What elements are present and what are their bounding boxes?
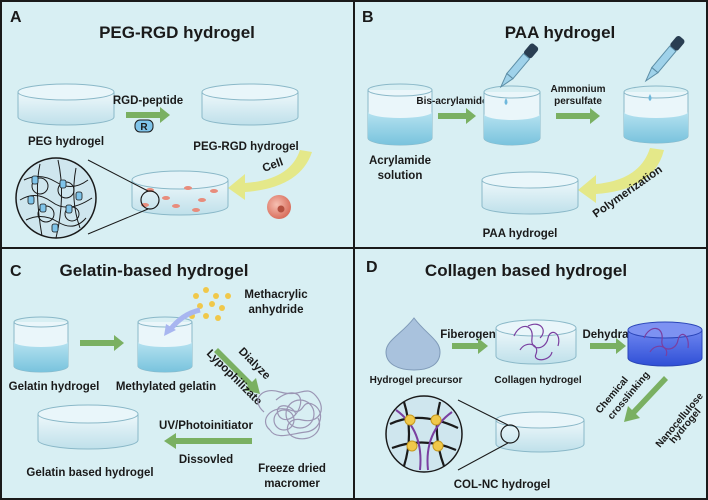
ammonium-label-line1: Ammonium (551, 84, 606, 95)
panel-b-title: PAA hydrogel (505, 23, 616, 42)
zoom-source-circle (140, 190, 160, 210)
gelatin-based-dish (37, 404, 139, 450)
freeze-dried-label-line1: Freeze dried (258, 463, 326, 475)
collagen-hydrogel-label: Collagen hydrogel (494, 375, 581, 386)
methacrylic-label-line1: Methacrylic (244, 289, 308, 301)
arrow-polymerization (578, 148, 664, 203)
bis-acrylamide-label: Bis-acrylamide (416, 96, 488, 107)
cell-seeded-dish (131, 170, 229, 216)
methylated-beaker (137, 316, 193, 373)
arrow-bis (438, 108, 476, 124)
collagen-hydrogel-dish (495, 319, 577, 365)
drop-1 (504, 98, 508, 105)
gelatin-beaker (13, 316, 69, 373)
paa-hydrogel-dish (481, 171, 579, 215)
uv-photoinitiator-label: UV/Photoinitiator (159, 420, 253, 432)
methacrylic-dots (189, 287, 231, 321)
col-nc-hydrogel-dish (495, 411, 585, 453)
arrow-peg-to-rgd (126, 107, 170, 123)
panel-d-letter: D (366, 259, 378, 276)
panel-c-background (1, 249, 353, 499)
dropper-2 (644, 35, 685, 83)
gelatin-hydrogel-label: Gelatin hydrogel (9, 381, 100, 393)
dehydrated-collagen-block (627, 321, 703, 367)
panel-c: C Gelatin-based hydrogel Methacrylic anh… (9, 261, 326, 490)
panel-c-letter: C (10, 263, 22, 280)
rgd-network-zoom (15, 157, 97, 239)
zoom-line-top (87, 159, 149, 192)
fiberogensis-label: Fiberogensis (440, 329, 512, 341)
panel-b-letter: B (362, 9, 374, 26)
hydrogel-precursor-label: Hydrogel precursor (370, 375, 463, 386)
col-nc-label: COL-NC hydrogel (454, 479, 550, 491)
arrow-uv (164, 433, 252, 449)
arrow-dots-head (164, 324, 176, 336)
panel-c-title: Gelatin-based hydrogel (60, 261, 249, 280)
rgd-badge (134, 119, 154, 133)
arrow-cell (228, 150, 312, 200)
arrow-crosslinking (624, 376, 668, 422)
freeze-dried-label-line2: macromer (264, 478, 320, 490)
peg-rgd-hydrogel-label: PEG-RGD hydrogel (193, 141, 298, 153)
arrow-dots-into-beaker (168, 307, 201, 332)
dropper-1 (499, 43, 539, 89)
zoom-line-d-bottom (457, 442, 509, 471)
panel-d-title: Collagen based hydrogel (425, 261, 627, 280)
bis-beaker (483, 85, 541, 146)
freeze-dried-macromer-icon (257, 390, 322, 440)
arrow-gelatin-to-methylated (80, 335, 124, 351)
arrow-ammonium (556, 108, 600, 124)
zoom-source-circle-d (500, 424, 520, 444)
panel-a-title: PEG-RGD hydrogel (99, 23, 255, 42)
panel-a-letter: A (10, 9, 22, 26)
acrylamide-beaker (367, 83, 433, 146)
rgd-peptide-label: RGD-peptide (113, 95, 183, 107)
arrow-dialyze (214, 348, 260, 394)
peg-hydrogel-label: PEG hydrogel (28, 136, 104, 148)
rgd-badge-letter: R (140, 122, 148, 133)
drop-2 (648, 94, 652, 101)
paa-hydrogel-label: PAA hydrogel (483, 228, 558, 240)
methacrylic-label-line2: anhydride (249, 304, 304, 316)
panel-a: A PEG-RGD hydrogel PEG hydrogel RGD-pept… (10, 9, 312, 239)
arrow-fiberogensis (452, 338, 488, 354)
arrow-dehydration (590, 338, 626, 354)
hydrogel-precursor-drop (385, 317, 441, 371)
methylated-gelatin-label: Methylated gelatin (116, 381, 216, 393)
dissovled-label: Dissovled (179, 454, 233, 466)
ammonium-label-line2: persulfate (554, 96, 602, 107)
ammonium-beaker (623, 85, 689, 144)
zoom-line-d-top (457, 399, 509, 426)
col-nc-network-zoom (385, 395, 463, 473)
zoom-line-bottom (87, 208, 149, 235)
cell-nucleus (277, 205, 285, 213)
gelatin-based-label: Gelatin based hydrogel (26, 467, 153, 479)
acrylamide-label-line1: Acrylamide (369, 155, 431, 167)
peg-hydrogel-dish (17, 83, 115, 126)
peg-rgd-hydrogel-dish (201, 83, 299, 126)
acrylamide-label-line2: solution (378, 170, 423, 182)
